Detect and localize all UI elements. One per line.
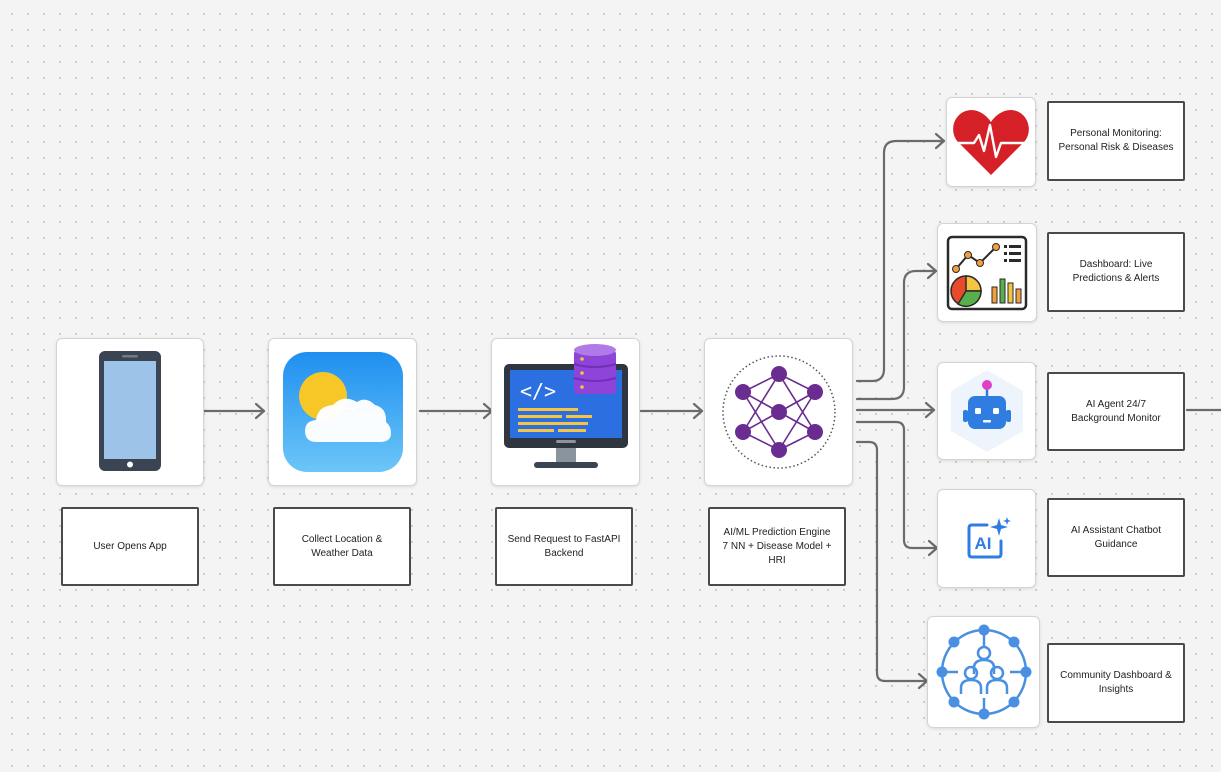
connector-engine-to-community: [855, 440, 929, 690]
step-card-engine[interactable]: [704, 338, 853, 486]
connector-backend-to-engine: [639, 402, 704, 420]
database-icon: [573, 344, 616, 394]
output-label-community: Community Dashboard & Insights: [1047, 643, 1185, 723]
robot-icon: [950, 370, 1023, 452]
neural-network-icon: [721, 355, 836, 469]
connector-engine-to-agent: [855, 401, 936, 419]
connector-engine-to-dashboard: [855, 262, 938, 401]
step-card-app[interactable]: [56, 338, 204, 486]
step-label-backend: Send Request to FastAPI Backend: [495, 507, 633, 586]
connector-engine-to-personal-monitoring: [855, 132, 946, 383]
community-network-icon: [936, 624, 1031, 720]
step-card-backend[interactable]: </>: [491, 338, 640, 486]
step-label-weather: Collect Location & Weather Data: [273, 507, 411, 586]
step-label-app: User Opens App: [61, 507, 199, 586]
output-label-chatbot: AI Assistant Chatbot Guidance: [1047, 498, 1185, 577]
output-card-personal-monitoring[interactable]: [946, 97, 1036, 187]
ai-sparkle-icon: AI: [967, 516, 1011, 558]
output-card-community[interactable]: [927, 616, 1040, 728]
step-card-weather[interactable]: [268, 338, 417, 486]
svg-text:AI: AI: [974, 534, 991, 553]
weather-icon: [282, 352, 403, 472]
output-card-chatbot[interactable]: AI: [937, 489, 1036, 588]
connector-app-to-weather: [201, 402, 266, 420]
output-label-personal-monitoring: Personal Monitoring: Personal Risk & Dis…: [1047, 101, 1185, 181]
output-label-agent: AI Agent 24/7 Background Monitor: [1047, 372, 1185, 451]
smartphone-icon: [99, 351, 161, 471]
connector-weather-to-backend: [418, 402, 494, 420]
output-card-dashboard[interactable]: [937, 223, 1037, 322]
svg-text:</>: </>: [519, 379, 555, 403]
output-card-agent[interactable]: [937, 362, 1036, 460]
computer-database-icon: </>: [503, 344, 628, 468]
heart-rate-icon: [953, 110, 1029, 175]
analytics-dashboard-icon: [946, 235, 1028, 310]
step-label-engine: AI/ML Prediction Engine 7 NN + Disease M…: [708, 507, 846, 586]
output-label-dashboard: Dashboard: Live Predictions & Alerts: [1047, 232, 1185, 312]
